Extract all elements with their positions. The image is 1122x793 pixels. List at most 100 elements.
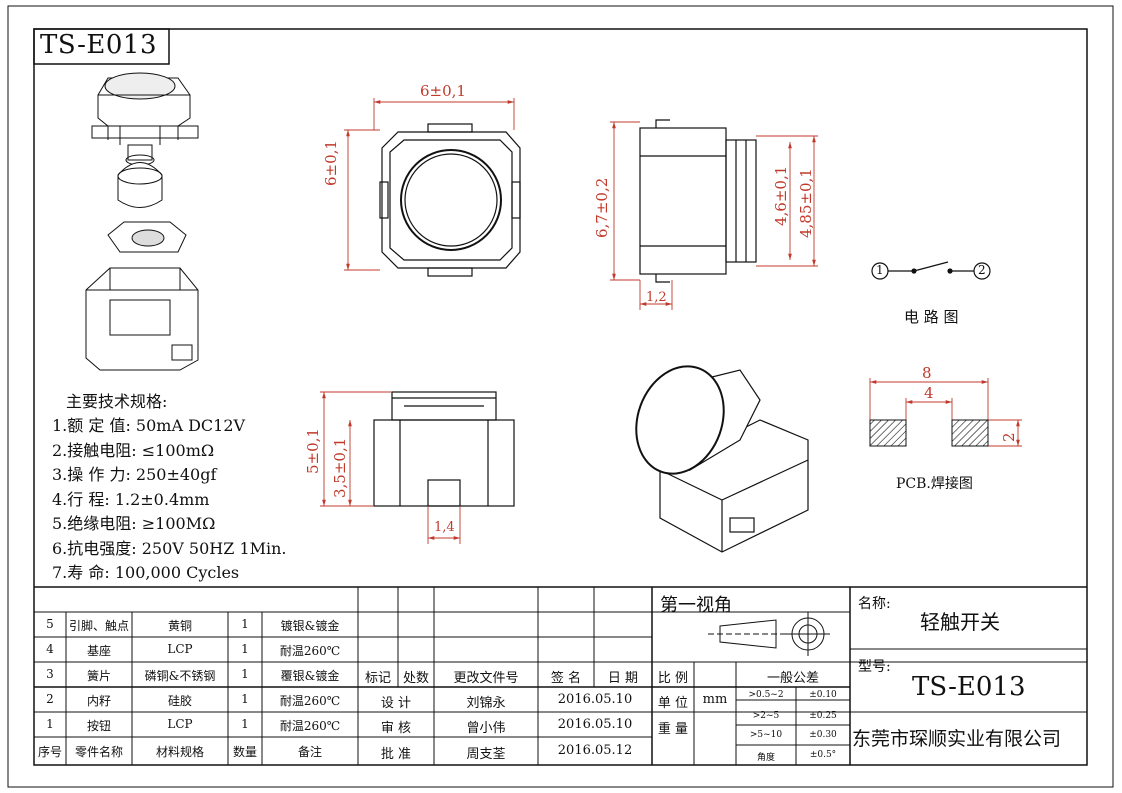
spec-line: 1.额 定 值: 50mA DC12V [52,416,246,435]
part-material: LCP [167,642,193,656]
tolerance-value: ±0.25 [809,711,837,721]
model-number: TS-E013 [912,672,1026,702]
spec-line: 5.绝缘电阻: ≥100MΩ [52,514,216,533]
part-note: 耐温260℃ [279,719,341,733]
part-qty: 1 [241,617,249,631]
part-note: 耐温260℃ [279,644,341,658]
dim-pcb-8: 8 [922,364,932,382]
tolerance-value: ±0.30 [809,730,837,740]
rev-header-mark: 标记 [364,671,391,686]
table-header-name: 零件名称 [74,745,123,759]
dim-front-14: 1,4 [434,520,455,535]
front-view [373,391,515,507]
model-box-label: TS-E013 [40,30,157,60]
part-qty: 1 [241,642,249,656]
dim-top-height: 6±0,1 [322,140,340,186]
part-note: 镀银&镀金 [280,619,340,633]
tolerance-range: >0.5~2 [748,690,784,700]
table-header-no: 序号 [37,745,62,759]
rev-role: 批 准 [380,747,412,762]
iso-view [635,365,809,553]
part-qty: 1 [241,692,249,706]
top-view [379,123,521,277]
part-material: 磷铜&不锈钢 [144,669,216,683]
table-header-material: 材料规格 [155,745,204,759]
dim-side-46: 4,6±0,1 [772,165,790,226]
unit-label: 单 位 [657,696,689,711]
spec-line: 6.抗电强度: 250V 50HZ 1Min. [52,539,287,558]
part-no: 4 [46,642,54,656]
part-no: 1 [46,717,54,731]
part-qty: 1 [241,717,249,731]
table-header-note: 备注 [297,745,322,759]
product-name: 轻触开关 [920,610,1000,634]
spec-line: 7.寿 命: 100,000 Cycles [52,563,240,582]
circuit-symbol [871,261,991,280]
tolerance-range: >2~5 [752,711,780,721]
part-name: 基座 [86,644,111,658]
spec-line: 3.操 作 力: 250±40gf [52,465,217,484]
company-name: 东莞市琛顺实业有限公司 [852,728,1062,750]
outer-border [7,5,1114,788]
dim-side-12: 1,2 [646,290,667,305]
part-name: 按钮 [86,719,111,733]
part-material: 硅胶 [167,694,192,708]
part-qty: 1 [241,667,249,681]
part-no: 5 [46,617,54,631]
part-material: LCP [167,717,193,731]
part-name: 内籽 [86,694,111,708]
dim-side-height: 6,7±0,2 [593,177,611,238]
weight-label: 重 量 [657,722,689,737]
circuit-pin-1: 1 [876,263,884,277]
rev-header-doc: 更改文件号 [453,671,519,686]
circuit-pin-2: 2 [978,263,986,277]
projection-symbol [708,612,830,656]
part-name: 簧片 [86,669,111,683]
dim-side-485: 4,85±0,1 [797,168,815,238]
spec-line: 2.接触电阻: ≤100mΩ [52,441,215,460]
part-material: 黄铜 [167,619,192,633]
ratio-label: 比 例 [657,671,689,686]
rev-header-date: 日 期 [607,671,639,686]
dim-pcb-4: 4 [924,384,934,402]
unit-value: mm [702,692,728,707]
rev-role: 审 核 [380,721,412,736]
inner-border [33,28,1088,766]
pcb-pads [869,419,989,447]
rev-header-sign: 签 名 [550,671,582,686]
part-no: 2 [46,692,54,706]
part-note: 覆银&镀金 [280,669,340,683]
tolerance-title: 一般公差 [766,671,819,686]
rev-header-count: 处数 [402,671,429,686]
circuit-label: 电 路 图 [904,308,959,326]
dim-top-width: 6±0,1 [420,82,466,100]
dim-front-5: 5±0,1 [304,428,322,474]
model-box [33,28,170,65]
rev-person: 刘锦永 [466,696,506,711]
dimension-lines [320,98,1022,544]
name-label: 名称: [858,596,891,612]
tolerance-value: ±0.10 [809,690,837,700]
rev-role: 设 计 [380,696,412,711]
tolerance-range: >5~10 [749,730,783,740]
spec-line: 4.行 程: 1.2±0.4mm [52,490,210,509]
spec-title: 主要技术规格: [66,392,168,411]
rev-date: 2016.05.12 [557,743,633,758]
model-label: 型号: [858,659,891,675]
rev-date: 2016.05.10 [557,692,633,707]
dim-front-35: 3,5±0,1 [331,437,349,498]
rev-date: 2016.05.10 [557,717,633,732]
projection-label: 第一视角 [660,595,732,616]
pcb-label: PCB.焊接图 [896,476,973,492]
table-header-qty: 数量 [232,745,257,759]
part-name: 引脚、触点 [68,619,129,633]
rev-person: 曾小伟 [466,721,506,736]
title-block-grid [34,586,1087,765]
exploded-view [85,72,199,371]
dim-pcb-2: 2 [1000,432,1018,442]
tolerance-value: ±0.5° [809,750,837,760]
tolerance-range: 角度 [756,753,775,763]
rev-person: 周支荃 [466,747,506,762]
side-view [639,119,757,283]
